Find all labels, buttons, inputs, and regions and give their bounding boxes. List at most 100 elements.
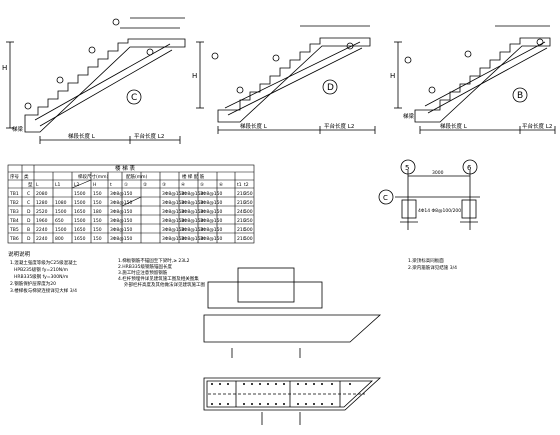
notes-left-title: 说明说明 [8, 250, 31, 258]
stair-c-h-label: H [2, 64, 7, 72]
table-cell: 350 [244, 200, 253, 206]
table-cell: TB1 [9, 191, 19, 197]
stair-detail-b [394, 25, 556, 134]
table-cell: 150 [93, 200, 102, 206]
notes-mid-line-5: 外部栏杆高度及其他做法详见建筑施工图 [124, 281, 205, 288]
table-cell: 3Φ8@150 [181, 227, 203, 233]
table-cell: 150 [93, 227, 102, 233]
table-cell: 2240 [36, 227, 48, 233]
table-cell: 3Φ8@150 [200, 236, 222, 242]
table-cell: 3Φ8@150 [162, 191, 184, 197]
table-cell: 3Φ8@150 [110, 209, 132, 215]
axis-6: 6 [467, 164, 472, 172]
table-cell: TB5 [9, 227, 19, 233]
table-cell: 210 [237, 191, 246, 197]
table-cell: TB2 [9, 200, 19, 206]
notes-left-line-3: HRB335级钢 fy=300N/m [14, 273, 68, 280]
stair-b-h-label: H [390, 72, 395, 80]
table-cell: 3Φ8@150 [110, 236, 132, 242]
table-cell: TB6 [9, 236, 19, 242]
table-header-cell: H [93, 182, 96, 188]
table-cell: 500 [244, 236, 253, 242]
table-header-cell: L1 [55, 182, 61, 188]
table-cell: D [27, 218, 31, 224]
notes-left-line-5: 3.楼梯板与梯梁连接详见大样 3/4 [10, 287, 77, 294]
table-cell: C [27, 200, 30, 206]
table-header-cell: ④ [181, 182, 185, 188]
table-cell: 500 [244, 227, 253, 233]
section-dim: 3000 [432, 170, 444, 176]
table-cell: 1500 [55, 227, 67, 233]
table-cell: 3Φ8@150 [162, 236, 184, 242]
stair-b-tag-circle [512, 87, 528, 103]
table-cell: 1280 [36, 200, 48, 206]
table-cell: 1500 [74, 218, 86, 224]
notes-left-line-1: 1.混凝土强度等级为C25级混凝土 [10, 259, 78, 266]
table-group-dims: 梯段尺寸(mm) [78, 173, 109, 180]
table-cell: 1960 [36, 218, 48, 224]
stair-c-dim-l: 梯段长度 L [68, 132, 96, 140]
notes-mid-line-4: 4.栏杆预埋件详见建筑施工图及相关图集 [118, 275, 199, 282]
section-rebar-text: 4Φ14 Φ8@100/200 [418, 208, 461, 214]
stair-d-dim-l: 梯段长度 L [240, 122, 268, 130]
table-header-cell: L [36, 182, 39, 188]
table-cell: 1080 [55, 200, 67, 206]
table-header-cell: t [110, 182, 112, 188]
table-cell: D [27, 209, 31, 215]
notes-left-line-2: HPB235级钢 fy=210N/m [14, 266, 68, 273]
table-header-cell: ③ [162, 182, 166, 188]
table-cell: 3Φ8@150 [162, 218, 184, 224]
section-note-2: 2.梁内箍筋详见结施 3/4 [408, 264, 457, 271]
table-cell: 150 [93, 191, 102, 197]
table-cell: 350 [244, 191, 253, 197]
landing-elevation [203, 267, 382, 358]
table-cell: 1650 [74, 227, 86, 233]
stair-b-tag: B [517, 91, 523, 101]
table-cell: 650 [55, 218, 64, 224]
table-head-type1: 类 [24, 173, 29, 180]
table-cell: 210 [237, 218, 246, 224]
table-header-cell: t1 [237, 182, 242, 188]
table-cell: C [27, 191, 30, 197]
stair-detail-c [6, 17, 186, 144]
table-cell: 210 [237, 227, 246, 233]
stair-detail-d [196, 25, 376, 134]
table-cell: 1650 [74, 209, 86, 215]
notes-mid-line-3: 3.施工时应注意预留钢筋 [118, 269, 168, 276]
stair-table-frame [7, 164, 255, 244]
table-cell: 210 [237, 200, 246, 206]
stair-b-dim-l2: 平台长度 L2 [522, 122, 552, 130]
table-cell: 3Φ8@150 [110, 200, 132, 206]
table-header-cell: ⑤ [200, 182, 204, 188]
table-head-seq: 序号 [10, 173, 19, 180]
table-cell: 3Φ8@150 [200, 200, 222, 206]
table-group-rebar: 配筋(mm) [126, 173, 148, 180]
notes-mid-line-2: 2.HRB335级钢筋锚固长度 [118, 263, 172, 270]
table-cell: 150 [93, 218, 102, 224]
table-header-cell: ② [143, 182, 147, 188]
table-cell: 3Φ8@150 [200, 227, 222, 233]
table-cell: 210 [237, 236, 246, 242]
section-note-1: 1.梁顶标高同板面 [408, 257, 444, 264]
table-cell: 3Φ8@150 [181, 191, 203, 197]
table-cell: 350 [244, 218, 253, 224]
table-header-cell: t2 [244, 182, 249, 188]
stair-d-dim-l2: 平台长度 L2 [324, 122, 354, 130]
table-cell: 3Φ8@150 [110, 191, 132, 197]
table-cell: 1650 [74, 236, 86, 242]
table-cell: 2240 [36, 236, 48, 242]
table-cell: 1500 [74, 200, 86, 206]
table-cell: 3Φ8@150 [200, 191, 222, 197]
table-cell: 3Φ8@150 [162, 227, 184, 233]
table-cell: 240 [237, 209, 246, 215]
table-cell: 3Φ8@150 [110, 218, 132, 224]
table-header-cell: ⑥ [219, 182, 223, 188]
table-cell: 3Φ8@150 [181, 200, 203, 206]
stair-d-h-label: H [192, 72, 197, 80]
table-cell: TB4 [9, 218, 19, 224]
table-cell: B [27, 227, 30, 233]
stair-c-tag-circle [126, 89, 142, 105]
table-group-stair: 楼 梯 配 筋 [182, 173, 205, 180]
stair-c-left-label: 梯梁 [12, 125, 24, 133]
